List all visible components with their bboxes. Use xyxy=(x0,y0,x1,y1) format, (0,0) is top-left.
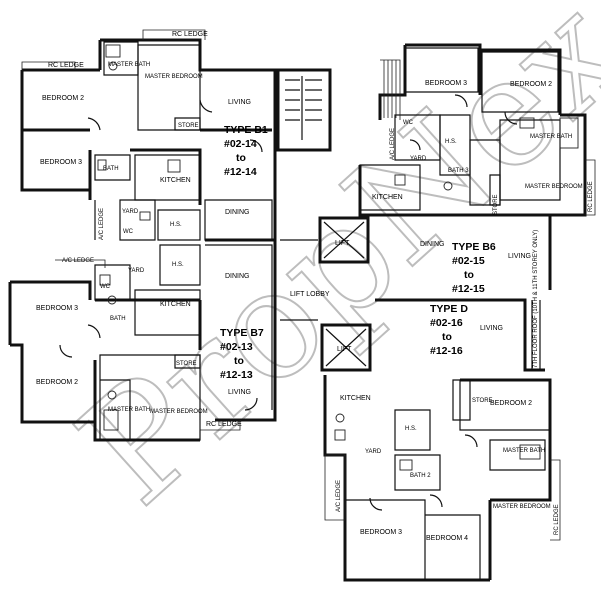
label-kitchen: KITCHEN xyxy=(372,194,403,201)
label-bedroom-4: BEDROOM 4 xyxy=(426,535,468,542)
type-b7-to: to xyxy=(234,355,244,367)
label-roof-note: 7TH FLOOR ROOF (10TH & 11TH STOREY ONLY) xyxy=(533,230,539,368)
label-bedroom-2: BEDROOM 2 xyxy=(36,379,78,386)
type-d-title: TYPE D xyxy=(430,303,468,315)
type-b7-from: #02-13 xyxy=(220,341,253,353)
unit-type-b1: RC LEDGE RC LEDGE MASTER BATH MASTER BED… xyxy=(20,29,277,241)
label-bath: BATH xyxy=(103,166,119,172)
label-ac-ledge: A/C LEDGE xyxy=(99,208,105,240)
label-living: LIVING xyxy=(228,389,251,396)
label-ac-ledge: A/C LEDGE xyxy=(390,128,396,160)
label-bath: BATH xyxy=(110,316,126,322)
label-hs: H.S. xyxy=(172,262,184,268)
label-bath-2: BATH 2 xyxy=(410,473,431,479)
label-bedroom-2: BEDROOM 2 xyxy=(42,95,84,102)
label-living: LIVING xyxy=(228,99,251,106)
label-lift-lobby: LIFT LOBBY xyxy=(290,291,330,298)
label-hs: H.S. xyxy=(170,222,182,228)
label-living: LIVING xyxy=(480,325,503,332)
label-master-bath: MASTER BATH xyxy=(108,407,150,413)
type-b6-title: TYPE B6 xyxy=(452,241,496,253)
label-store: STORE xyxy=(178,123,199,129)
type-b1-to: to xyxy=(236,152,246,164)
label-dining: DINING xyxy=(225,273,250,280)
label-lift: LIFT xyxy=(335,240,350,247)
label-master-bath: MASTER BATH xyxy=(530,134,572,140)
label-master-bath: MASTER BATH xyxy=(503,448,545,454)
label-yard: YARD xyxy=(128,268,145,274)
label-dining: DINING xyxy=(225,209,250,216)
label-bedroom-3: BEDROOM 3 xyxy=(40,159,82,166)
label-kitchen: KITCHEN xyxy=(340,395,371,402)
label-bedroom-2: BEDROOM 2 xyxy=(490,400,532,407)
type-b1-until: #12-14 xyxy=(224,166,257,178)
unit-type-b6: BEDROOM 3 BEDROOM 2 WC H.S. MASTER BATH … xyxy=(358,43,596,295)
label-rc-ledge: RC LEDGE xyxy=(554,504,560,535)
label-master-bedroom: MASTER BEDROOM xyxy=(150,409,208,415)
label-wc: WC xyxy=(123,229,134,235)
label-master-bath: MASTER BATH xyxy=(108,62,150,68)
label-rc-ledge: RC LEDGE xyxy=(588,181,594,212)
label-ac-ledge: A/C LEDGE xyxy=(62,258,94,264)
label-bath-3: BATH 3 xyxy=(448,168,469,174)
label-master-bedroom: MASTER BEDROOM xyxy=(493,504,551,510)
label-yard: YARD xyxy=(410,156,427,162)
type-d-to: to xyxy=(442,331,452,343)
label-dining: DINING xyxy=(420,241,445,248)
type-d-until: #12-16 xyxy=(430,345,463,357)
label-rc-ledge: RC LEDGE xyxy=(48,62,84,69)
label-master-bedroom: MASTER BEDROOM xyxy=(525,184,583,190)
label-store: STORE xyxy=(472,398,493,404)
label-kitchen: KITCHEN xyxy=(160,177,191,184)
type-b6-from: #02-15 xyxy=(452,255,485,267)
unit-type-b7: A/C LEDGE YARD H.S. DINING WC BEDROOM 3 … xyxy=(8,238,277,442)
label-yard: YARD xyxy=(365,449,382,455)
type-b6-to: to xyxy=(464,269,474,281)
core: LIFT LIFT LIFT LOBBY xyxy=(276,68,420,372)
label-bedroom-3: BEDROOM 3 xyxy=(425,80,467,87)
label-bedroom-2: BEDROOM 2 xyxy=(510,81,552,88)
type-b6-until: #12-15 xyxy=(452,283,485,295)
label-wc: WC xyxy=(403,120,414,126)
type-b1-from: #02-14 xyxy=(224,138,257,150)
label-wc: WC xyxy=(100,284,111,290)
type-b1-title: TYPE B1 xyxy=(224,124,268,136)
label-bedroom-3: BEDROOM 3 xyxy=(360,529,402,536)
label-bedroom-3: BEDROOM 3 xyxy=(36,305,78,312)
label-rc-ledge: RC LEDGE xyxy=(172,31,208,38)
type-b7-until: #12-13 xyxy=(220,369,253,381)
label-lift: LIFT xyxy=(337,346,352,353)
label-hs: H.S. xyxy=(405,426,417,432)
label-store: STORE xyxy=(493,194,499,215)
label-kitchen: KITCHEN xyxy=(160,301,191,308)
label-living: LIVING xyxy=(508,253,531,260)
label-store: STORE xyxy=(176,361,197,367)
label-master-bedroom: MASTER BEDROOM xyxy=(145,74,203,80)
label-hs: H.S. xyxy=(445,139,457,145)
label-yard: YARD xyxy=(122,209,139,215)
label-rc-ledge: RC LEDGE xyxy=(206,421,242,428)
unit-type-d: LIVING KITCHEN H.S. BEDROOM 2 STORE MAST… xyxy=(323,230,561,582)
label-ac-ledge: A/C LEDGE xyxy=(336,480,342,512)
type-b7-title: TYPE B7 xyxy=(220,327,264,339)
type-d-from: #02-16 xyxy=(430,317,463,329)
